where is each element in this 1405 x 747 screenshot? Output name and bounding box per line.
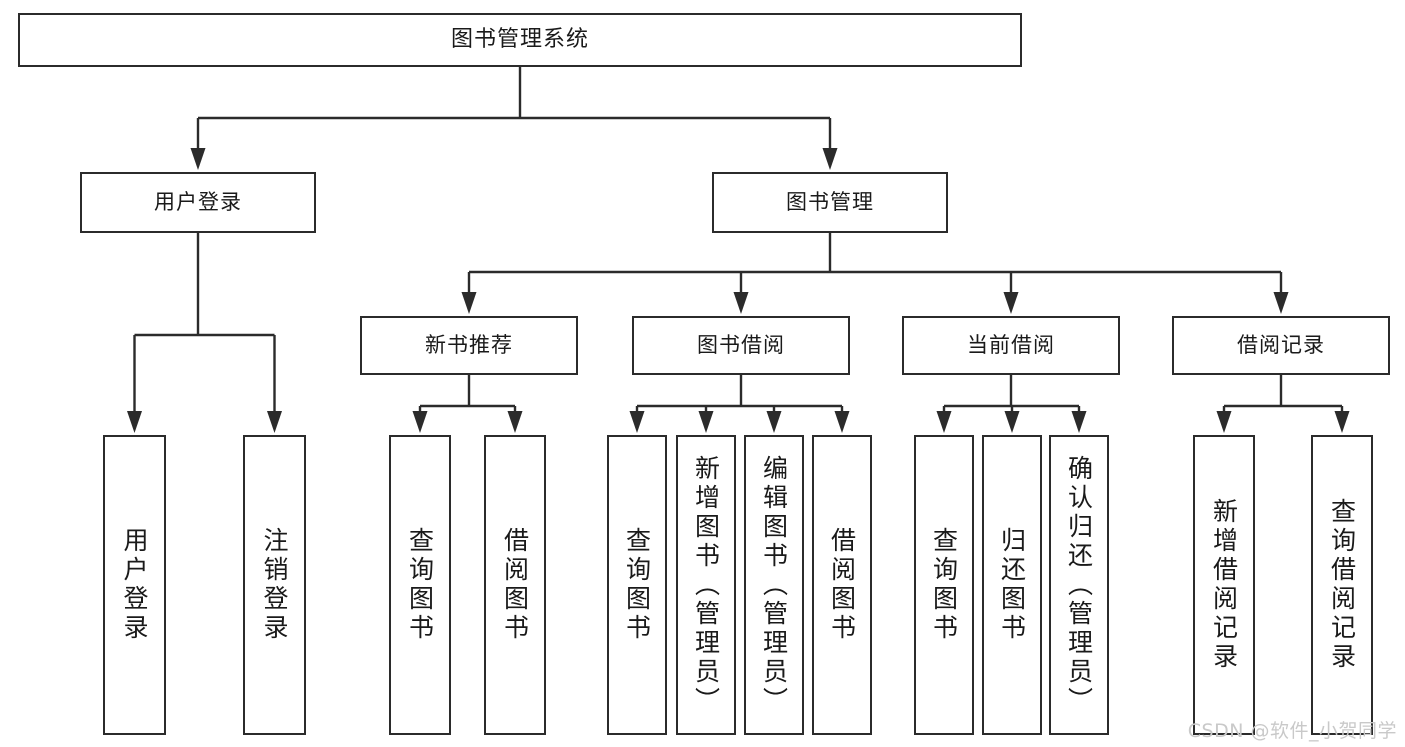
node-label: 查询图书 bbox=[929, 527, 959, 643]
connector-arrowhead-fn-user-login bbox=[127, 411, 142, 433]
node-book-borrow[interactable]: 图书借阅 bbox=[632, 316, 850, 375]
node-fn-bb-borrow[interactable]: 借阅图书 bbox=[812, 435, 872, 735]
connector-arrowhead-borrow-record bbox=[1273, 292, 1289, 314]
node-fn-user-logout[interactable]: 注销登录 bbox=[243, 435, 306, 735]
node-label: 图书管理 bbox=[786, 190, 874, 215]
node-book-manage[interactable]: 图书管理 bbox=[712, 172, 948, 233]
connector-arrowhead-fn-cb-query bbox=[936, 411, 952, 433]
connector-arrowhead-fn-bb-query bbox=[629, 411, 645, 433]
node-label: 借阅记录 bbox=[1237, 333, 1325, 358]
connector-arrowhead-fn-cb-confirm bbox=[1071, 411, 1087, 433]
node-fn-cb-confirm[interactable]: 确认归还（管理员） bbox=[1049, 435, 1109, 735]
node-fn-bb-add[interactable]: 新增图书（管理员） bbox=[676, 435, 736, 735]
node-label: 查询图书 bbox=[405, 527, 435, 643]
node-label: 新增图书（管理员） bbox=[691, 454, 721, 716]
node-fn-cb-return[interactable]: 归还图书 bbox=[982, 435, 1042, 735]
node-fn-bb-query[interactable]: 查询图书 bbox=[607, 435, 667, 735]
node-root[interactable]: 图书管理系统 bbox=[18, 13, 1022, 67]
node-label: 当前借阅 bbox=[967, 333, 1055, 358]
node-current-borrow[interactable]: 当前借阅 bbox=[902, 316, 1120, 375]
node-label: 归还图书 bbox=[997, 527, 1027, 643]
watermark: CSDN @软件_小贺同学 bbox=[1187, 720, 1397, 742]
node-label: 新书推荐 bbox=[425, 333, 513, 358]
node-fn-nbr-borrow[interactable]: 借阅图书 bbox=[484, 435, 546, 735]
connector-arrowhead-fn-nbr-borrow bbox=[507, 411, 523, 433]
node-label: 查询借阅记录 bbox=[1327, 498, 1357, 672]
node-label: 图书借阅 bbox=[697, 333, 785, 358]
node-label: 注销登录 bbox=[260, 527, 289, 643]
node-label: 确认归还（管理员） bbox=[1064, 454, 1094, 716]
connector-arrowhead-fn-br-query bbox=[1334, 411, 1350, 433]
connector-arrowhead-current-borrow bbox=[1003, 292, 1019, 314]
connector-arrowhead-book-borrow bbox=[733, 292, 749, 314]
node-label: 用户登录 bbox=[120, 527, 149, 643]
node-label: 借阅图书 bbox=[500, 527, 530, 643]
connector-arrowhead-new-book-rec bbox=[461, 292, 477, 314]
node-borrow-record[interactable]: 借阅记录 bbox=[1172, 316, 1390, 375]
node-new-book-rec[interactable]: 新书推荐 bbox=[360, 316, 578, 375]
connector-arrowhead-book-manage bbox=[822, 148, 838, 170]
connector-arrowhead-user-login bbox=[190, 148, 206, 170]
node-fn-cb-query[interactable]: 查询图书 bbox=[914, 435, 974, 735]
node-fn-br-query[interactable]: 查询借阅记录 bbox=[1311, 435, 1373, 735]
connector-arrowhead-fn-user-logout bbox=[267, 411, 282, 433]
node-fn-bb-edit[interactable]: 编辑图书（管理员） bbox=[744, 435, 804, 735]
node-fn-br-add[interactable]: 新增借阅记录 bbox=[1193, 435, 1255, 735]
node-label: 借阅图书 bbox=[827, 527, 857, 643]
node-fn-user-login[interactable]: 用户登录 bbox=[103, 435, 166, 735]
connector-arrowhead-fn-bb-edit bbox=[766, 411, 782, 433]
node-label: 图书管理系统 bbox=[450, 27, 589, 53]
node-label: 查询图书 bbox=[622, 527, 652, 643]
node-label: 编辑图书（管理员） bbox=[759, 454, 789, 716]
node-user-login[interactable]: 用户登录 bbox=[80, 172, 316, 233]
connector-arrowhead-fn-br-add bbox=[1216, 411, 1232, 433]
connector-arrowhead-fn-nbr-query bbox=[412, 411, 428, 433]
node-label: 新增借阅记录 bbox=[1209, 498, 1239, 672]
node-label: 用户登录 bbox=[154, 190, 242, 215]
node-fn-nbr-query[interactable]: 查询图书 bbox=[389, 435, 451, 735]
connector-arrowhead-fn-cb-return bbox=[1004, 411, 1020, 433]
connector-arrowhead-fn-bb-borrow bbox=[834, 411, 850, 433]
connector-arrowhead-fn-bb-add bbox=[698, 411, 714, 433]
